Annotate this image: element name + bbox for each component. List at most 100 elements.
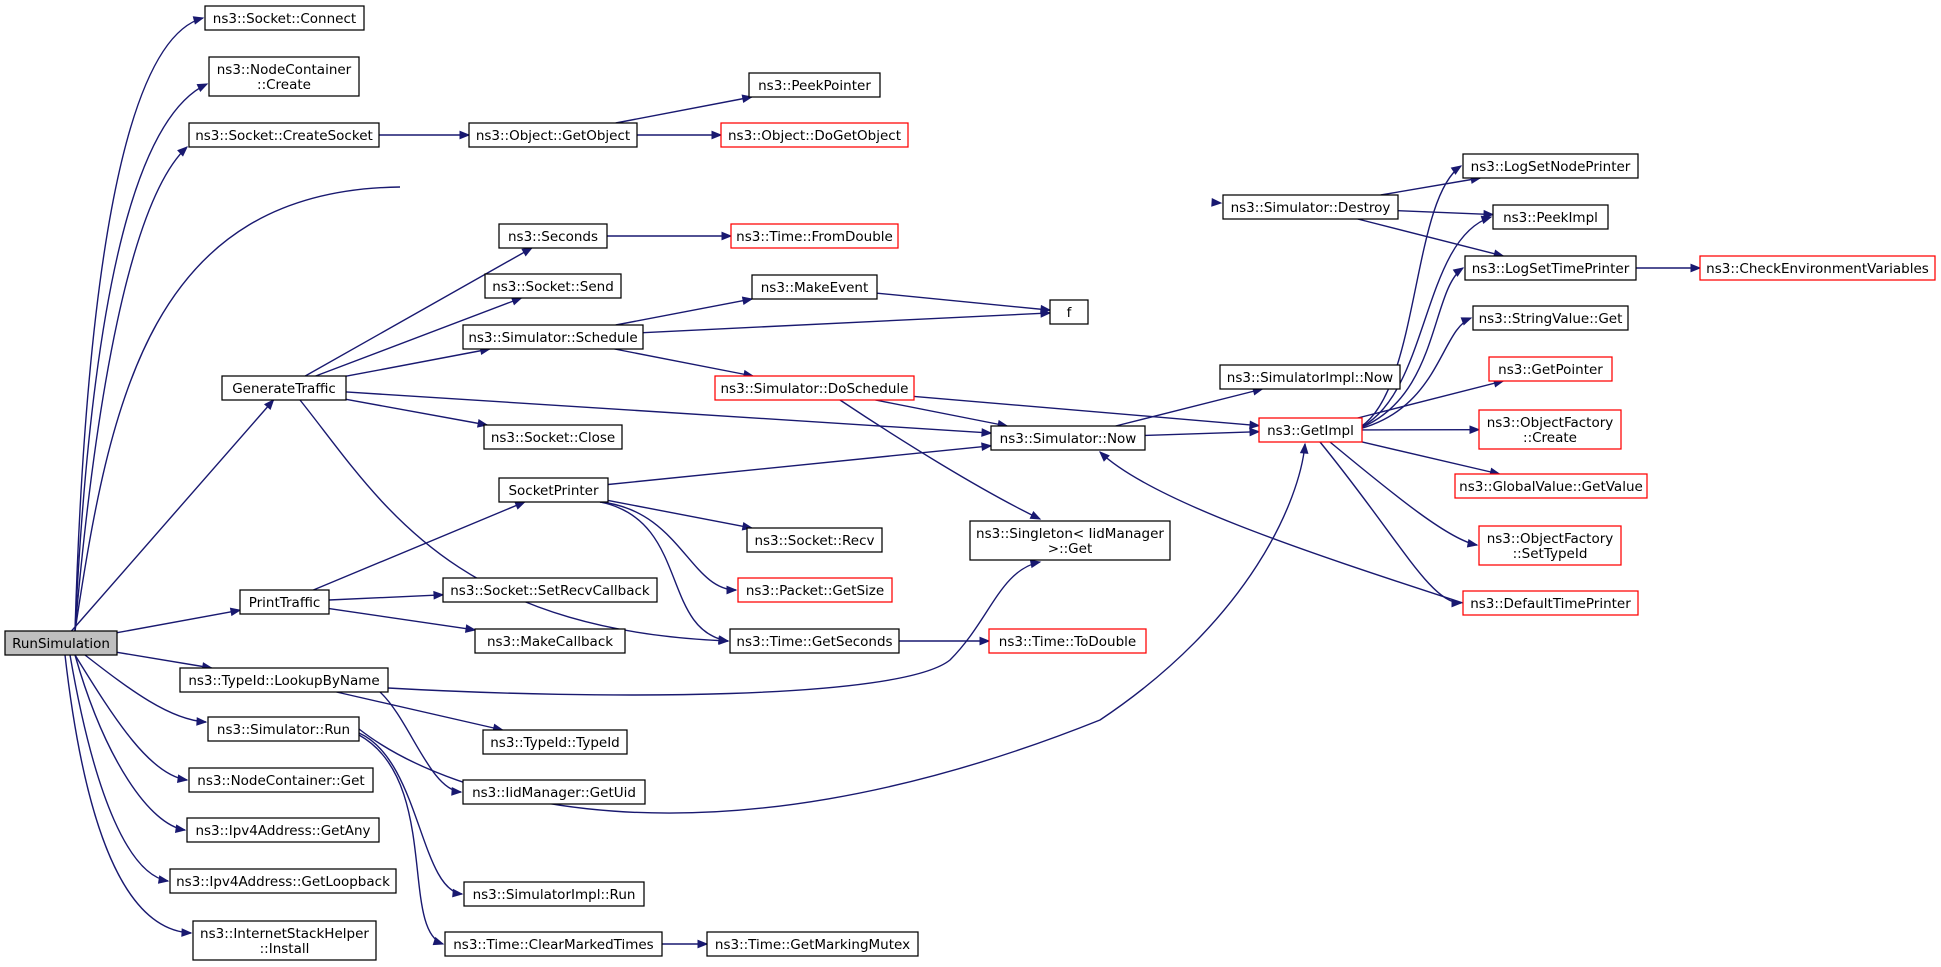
node-socket-setrecvcallback[interactable]: ns3::Socket::SetRecvCallback (442, 577, 658, 603)
node-getpointer[interactable]: ns3::GetPointer (1488, 356, 1613, 382)
node-object-dogetobject[interactable]: ns3::Object::DoGetObject (720, 122, 909, 148)
node-box (4, 630, 118, 656)
node-logsettimeprinter[interactable]: ns3::LogSetTimePrinter (1464, 255, 1637, 281)
node-checkenvironmentvariables[interactable]: ns3::CheckEnvironmentVariables (1699, 255, 1936, 281)
node-iidmanager-getuid[interactable]: ns3::IidManager::GetUid (462, 779, 646, 805)
node-box (444, 931, 663, 957)
node-socket-send[interactable]: ns3::Socket::Send (484, 273, 622, 299)
node-time-clearmarkedtimes[interactable]: ns3::Time::ClearMarkedTimes (444, 931, 663, 957)
arrowhead (741, 296, 754, 305)
node-ipv4address-getany[interactable]: ns3::Ipv4Address::GetAny (186, 817, 380, 843)
arrowhead (1460, 317, 1473, 326)
node-simulator-doschedule[interactable]: ns3::Simulator::DoSchedule (714, 375, 915, 401)
node-socketprinter[interactable]: SocketPrinter (498, 477, 609, 503)
node-label: ns3::Socket::Connect (213, 11, 356, 27)
node-generatetraffic[interactable]: GenerateTraffic (221, 375, 347, 401)
edge-socketprinter-to-packet-getsize (599, 501, 738, 595)
edge-object-getobject-to-peekpointer (615, 94, 754, 124)
arrowhead (459, 130, 471, 140)
node-packet-getsize[interactable]: ns3::Packet::GetSize (737, 577, 893, 603)
edge-run-simulation-to-simulator-run (84, 654, 208, 726)
edge-line (116, 609, 241, 634)
arrowhead (721, 231, 733, 241)
edge-line (599, 501, 729, 642)
node-box (208, 56, 360, 97)
edge-run-simulation-to-nodecontainer-get (74, 654, 189, 784)
node-socket-connect[interactable]: ns3::Socket::Connect (204, 5, 365, 31)
node-peekpointer[interactable]: ns3::PeekPointer (748, 72, 881, 98)
arrowhead (981, 442, 993, 452)
node-nodecontainer-get[interactable]: ns3::NodeContainer::Get (188, 767, 374, 793)
edge-run-simulation-to-simulator-destroy (74, 186, 1223, 632)
node-defaulttimeprinter[interactable]: ns3::DefaultTimePrinter (1462, 590, 1639, 616)
node-simulator-run[interactable]: ns3::Simulator::Run (207, 716, 360, 742)
arrowhead (697, 939, 709, 949)
node-socket-createsocket[interactable]: ns3::Socket::CreateSocket (188, 122, 380, 148)
node-label: ::Create (1523, 430, 1577, 446)
edge-simulator-doschedule-to-simulator-now (875, 399, 1009, 429)
node-time-getseconds[interactable]: ns3::Time::GetSeconds (729, 628, 900, 654)
node-stringvalue-get[interactable]: ns3::StringValue::Get (1472, 305, 1629, 331)
arrowhead (1029, 510, 1042, 520)
node-simulator-destroy[interactable]: ns3::Simulator::Destroy (1222, 194, 1399, 220)
node-globalvalue-getvalue[interactable]: ns3::GlobalValue::GetValue (1454, 473, 1648, 499)
node-singleton-get[interactable]: ns3::Singleton< IidManager>::Get (969, 520, 1171, 561)
node-label: ns3::Socket::Send (492, 279, 614, 295)
node-box (188, 122, 380, 148)
edge-line (315, 297, 522, 377)
node-label: ns3::Simulator::Run (217, 722, 350, 738)
node-box (474, 628, 626, 654)
node-socket-close[interactable]: ns3::Socket::Close (483, 424, 623, 450)
edge-line (358, 732, 463, 895)
node-time-getmarkingmutex[interactable]: ns3::Time::GetMarkingMutex (706, 931, 919, 957)
node-object-getobject[interactable]: ns3::Object::GetObject (468, 122, 638, 148)
node-run-simulation[interactable]: RunSimulation (4, 630, 118, 656)
node-label: SocketPrinter (508, 483, 599, 499)
node-label: ns3::PeekPointer (758, 78, 871, 94)
edge-line (74, 186, 401, 632)
node-time-todouble[interactable]: ns3::Time::ToDouble (988, 628, 1147, 654)
arrowhead (192, 16, 205, 25)
node-objectfactory-settypeid[interactable]: ns3::ObjectFactory::SetTypeId (1478, 525, 1622, 566)
node-objectfactory-create[interactable]: ns3::ObjectFactory::Create (1478, 409, 1622, 450)
edge-printtraffic-to-socketprinter (313, 501, 526, 591)
node-typeid-lookupbyname[interactable]: ns3::TypeId::LookupByName (179, 667, 389, 693)
node-f[interactable]: f (1049, 299, 1089, 325)
edge-line (607, 499, 752, 529)
node-logsetnodeprinter[interactable]: ns3::LogSetNodePrinter (1462, 153, 1639, 179)
node-internetstackhelper-install[interactable]: ns3::InternetStackHelper::Install (192, 920, 377, 961)
node-nodecontainer-create[interactable]: ns3::NodeContainer::Create (208, 56, 360, 97)
node-simulator-schedule[interactable]: ns3::Simulator::Schedule (462, 324, 644, 350)
node-label: ns3::Socket::Recv (754, 533, 874, 549)
node-makecallback[interactable]: ns3::MakeCallback (474, 628, 626, 654)
node-box (169, 868, 397, 894)
edge-logsettimeprinter-to-checkenvironmentvariables (1636, 263, 1702, 273)
edge-line (345, 391, 992, 434)
node-box (186, 817, 380, 843)
arrowhead (981, 428, 993, 437)
node-makeevent[interactable]: ns3::MakeEvent (751, 274, 878, 300)
node-time-fromdouble[interactable]: ns3::Time::FromDouble (730, 223, 899, 249)
node-box (498, 477, 609, 503)
node-box (483, 424, 623, 450)
node-simulatorimpl-run[interactable]: ns3::SimulatorImpl::Run (463, 881, 645, 907)
node-label: f (1067, 305, 1073, 321)
node-peekimpl[interactable]: ns3::PeekImpl (1492, 204, 1609, 230)
node-getimpl[interactable]: ns3::GetImpl (1258, 417, 1363, 443)
node-socket-recv[interactable]: ns3::Socket::Recv (746, 527, 883, 553)
edge-defaulttimeprinter-to-simulator-now (1099, 451, 1464, 604)
node-simulatorimpl-now[interactable]: ns3::SimulatorImpl::Now (1219, 364, 1401, 390)
node-printtraffic[interactable]: PrintTraffic (239, 589, 330, 615)
edge-line (74, 654, 188, 781)
arrowhead (174, 824, 187, 833)
node-simulator-now[interactable]: ns3::Simulator::Now (990, 425, 1146, 451)
arrowhead (521, 247, 533, 257)
node-seconds[interactable]: ns3::Seconds (498, 223, 608, 249)
edge-line (345, 348, 490, 377)
node-box (179, 667, 389, 693)
node-typeid-typeid[interactable]: ns3::TypeId::TypeId (482, 729, 628, 755)
node-box (1462, 153, 1639, 179)
node-ipv4address-getloopback[interactable]: ns3::Ipv4Address::GetLoopback (169, 868, 397, 894)
edge-line (345, 398, 488, 426)
edge-line (1357, 218, 1504, 257)
